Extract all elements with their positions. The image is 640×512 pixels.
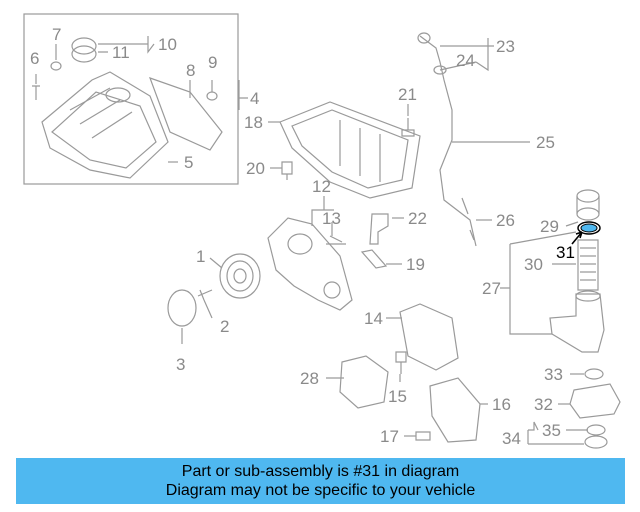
bolt-15-drawing [395,351,407,374]
callout-22: 22 [408,209,427,228]
bolt-2-drawing [197,289,213,301]
callout-18: 18 [244,113,263,132]
shield-16-drawing [429,377,481,443]
info-banner: Part or sub-assembly is #31 in diagram D… [16,458,625,504]
plate-28-drawing [339,355,389,409]
o-ring-31-highlight [580,223,598,233]
callout-34: 34 [502,429,521,448]
callout-10: 10 [158,35,177,54]
callout-3: 3 [176,355,185,374]
banner-line-disclaimer: Diagram may not be specific to your vehi… [165,482,476,499]
callout-12: 12 [312,177,331,196]
sensor-22-drawing [369,213,389,245]
o-ring-31-outline [577,221,601,235]
callout-1: 1 [196,247,205,266]
callout-30: 30 [524,255,543,274]
callout-27: 27 [482,279,501,298]
callout-14: 14 [364,309,383,328]
oil-pan-drawing [279,101,421,199]
callout-32: 32 [534,395,553,414]
callout-28: 28 [300,369,319,388]
dipstick-drawing [417,32,477,247]
callout-13: 13 [322,209,341,228]
bolt-20-drawing [281,161,293,180]
callout-16: 16 [492,395,511,414]
callout-23: 23 [496,37,515,56]
timing-cover-drawing [267,217,353,311]
diagram-canvas: 1 2 3 4 5 6 7 8 9 10 11 12 13 14 15 16 1… [23,13,621,449]
callout-9: 9 [208,53,217,72]
callout-2: 2 [220,317,229,336]
callout-7: 7 [52,25,61,44]
bolt-17-drawing [415,431,431,441]
callout-11: 11 [112,43,130,62]
callout-5: 5 [184,153,193,172]
valve-cover-group-frame [23,13,239,185]
callout-17: 17 [380,427,399,446]
callout-19: 19 [406,255,425,274]
pulley-drawing [219,253,261,299]
callout-33: 33 [544,365,563,384]
bolt-21-drawing [401,118,415,137]
callout-31-arrow [571,231,583,245]
callout-26: 26 [496,211,515,230]
leader-lines [35,36,588,445]
callout-21: 21 [398,85,417,104]
callout-8: 8 [186,61,195,80]
callout-4: 4 [250,89,259,108]
bolt-13-drawing [326,235,346,245]
callout-6: 6 [30,49,39,68]
callout-24: 24 [456,51,475,70]
callout-29: 29 [540,217,559,236]
callout-25: 25 [536,133,555,152]
gasket-19-drawing [360,249,388,269]
callout-20: 20 [246,159,265,178]
callout-35: 35 [542,421,561,440]
banner-line-part: Part or sub-assembly is #31 in diagram [181,463,460,480]
callout-31: 31 [556,243,575,262]
valve-cover-drawing [32,37,223,179]
pump-14-drawing [399,303,459,371]
callout-15: 15 [388,387,407,406]
seal-3-drawing [167,289,197,327]
callout-labels: 1 2 3 4 5 6 7 8 9 10 11 12 13 14 15 16 1… [30,25,575,448]
